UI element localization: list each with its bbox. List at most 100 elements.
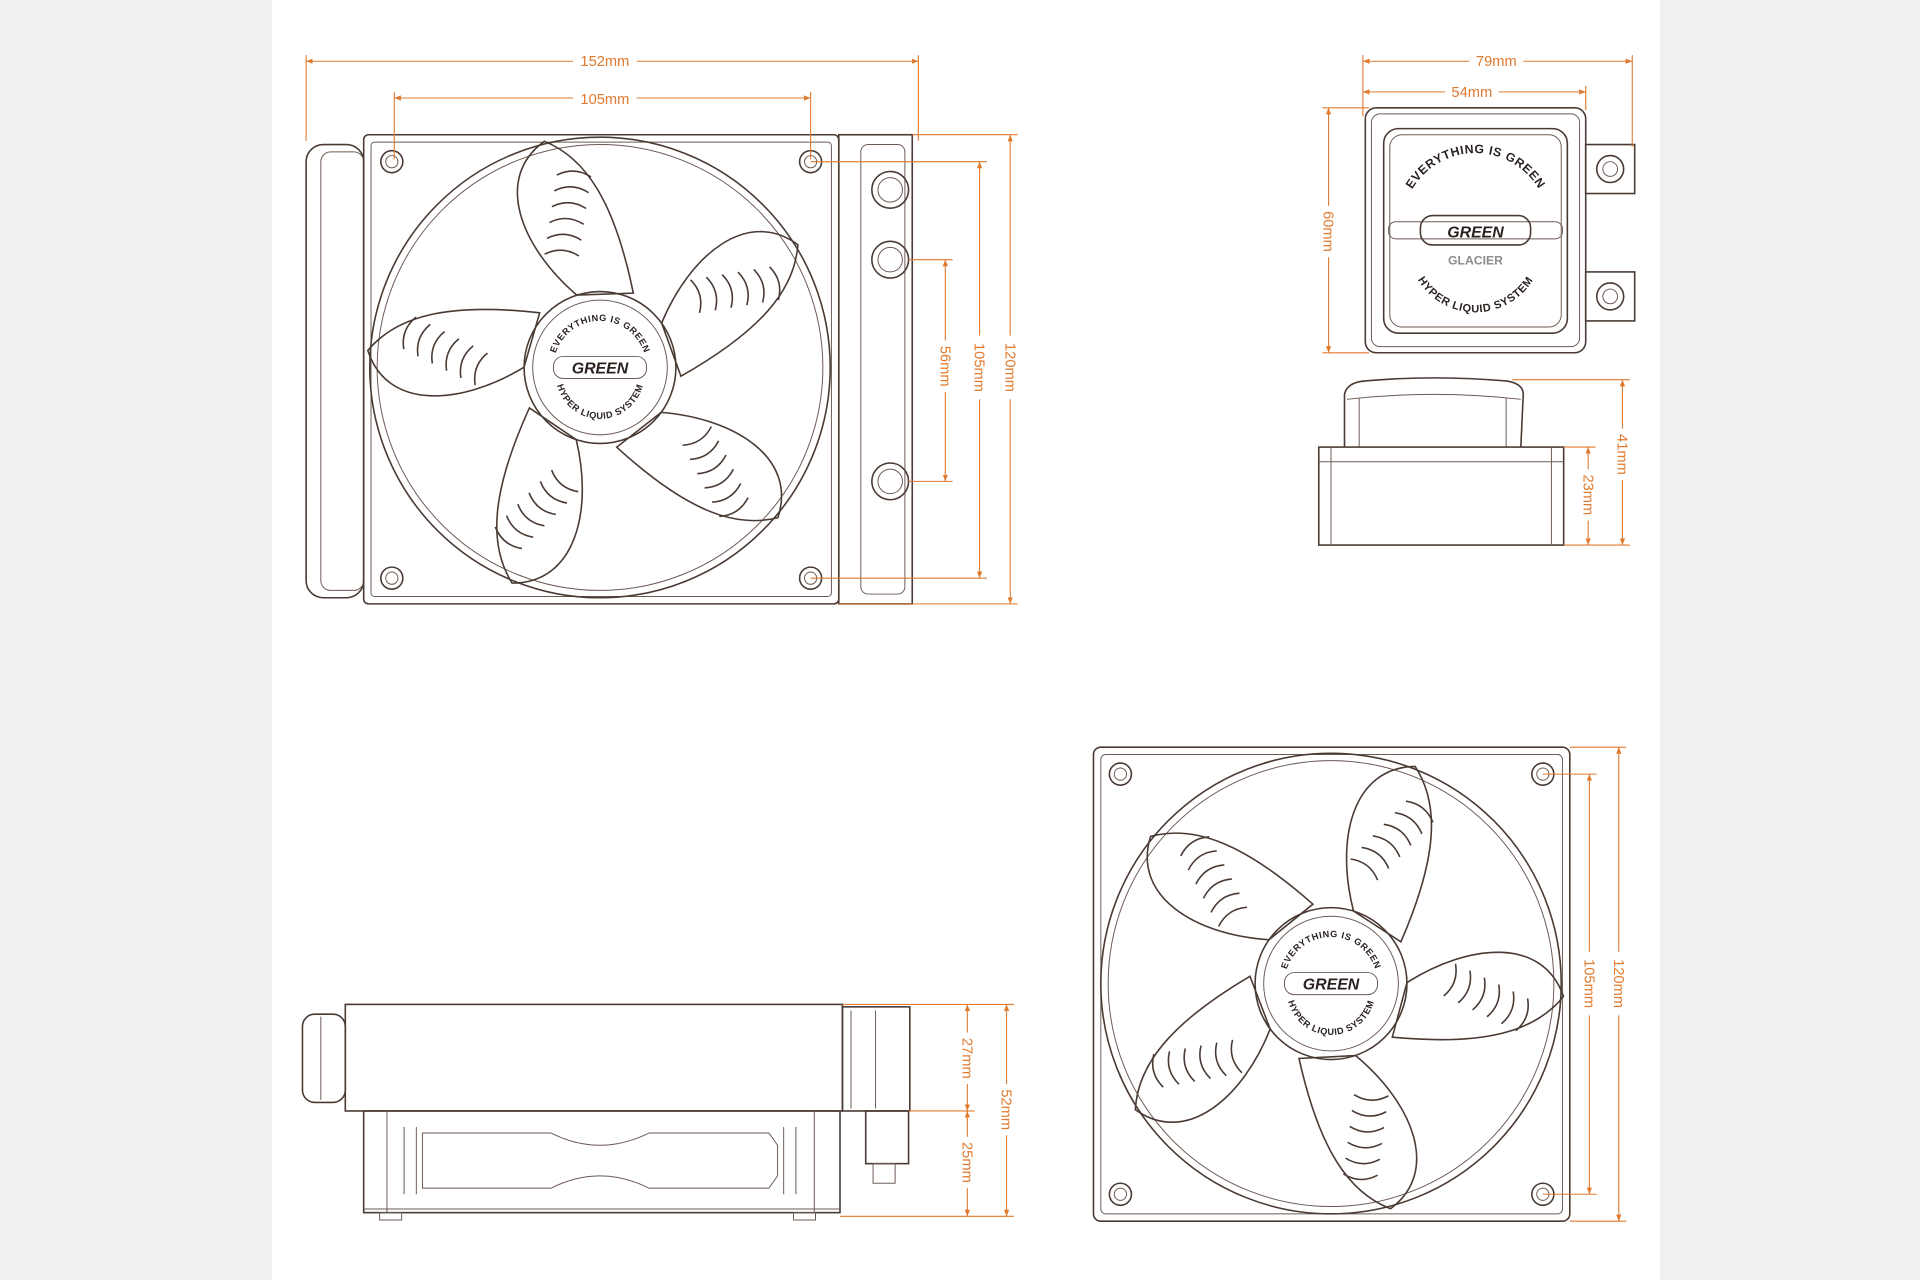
fan-shroud-ring xyxy=(369,136,831,599)
fan-blade-rib xyxy=(721,274,734,308)
fan-blade-rib xyxy=(1187,850,1217,871)
fan-hub xyxy=(523,290,677,445)
dimension-label-60mm: 60mm xyxy=(1320,211,1336,252)
fan-blade-rib xyxy=(544,249,580,257)
fan-hub xyxy=(1254,906,1408,1061)
fan-blade-rib xyxy=(690,279,702,314)
fan-blade-rib xyxy=(689,440,720,461)
fan-blade xyxy=(1134,975,1272,1123)
pump-top-dimensions: 79mm 54mm 60mm xyxy=(1318,51,1633,354)
fan-blade-rib xyxy=(1383,823,1412,846)
fan-blade-outline xyxy=(516,140,635,296)
fan-blade-rib xyxy=(1361,846,1390,869)
hub-brand-logo: GREEN xyxy=(572,361,629,378)
fan-shroud-ring xyxy=(1100,752,1563,1215)
screw-head xyxy=(1113,767,1128,781)
fan-hub-inner-ring xyxy=(532,299,668,436)
dimension-label-27mm: 27mm xyxy=(958,1038,974,1079)
pump-product-name: GLACIER xyxy=(1448,254,1503,268)
fan-blade-rib xyxy=(1372,835,1401,858)
fan-blade-rib xyxy=(1405,800,1434,823)
fan-blade-rib xyxy=(1217,906,1248,927)
fan-blade-rib xyxy=(1443,963,1457,997)
fan-blade-rib xyxy=(1195,864,1225,885)
fan-blade-rib xyxy=(1349,1125,1385,1133)
fan-hub-inner-ring xyxy=(1263,915,1399,1052)
fan-blade-rib xyxy=(1151,1053,1164,1088)
fan-shroud-inner-ring xyxy=(1107,760,1555,1207)
fan-blade xyxy=(1391,951,1565,1041)
screw-hole-icon xyxy=(1108,762,1133,786)
fan-blade-rib xyxy=(549,217,585,226)
fan-blade-rib xyxy=(1202,878,1232,899)
dimension-label-152mm: 152mm xyxy=(580,54,629,70)
dimension-label-120mm-fan: 120mm xyxy=(1610,959,1626,1008)
dimension-label-105mm-vertical: 105mm xyxy=(971,343,987,392)
fan-blade xyxy=(1146,832,1315,941)
fan-blade-rib xyxy=(494,526,523,550)
fan-blade-rib xyxy=(402,316,417,350)
svg-text:HYPER LIQUID SYSTEM: HYPER LIQUID SYSTEM xyxy=(1286,999,1376,1037)
fan-blade xyxy=(615,411,783,522)
fan-blade-rib xyxy=(546,233,582,241)
fan-shroud-inner-ring xyxy=(376,144,824,591)
fan-blade-outline xyxy=(366,308,541,397)
fan-blade-rib xyxy=(1347,1141,1383,1149)
fan-blade-rib xyxy=(1342,1173,1378,1181)
fan-blade-rib xyxy=(1199,1045,1212,1080)
svg-text:HYPER LIQUID SYSTEM: HYPER LIQUID SYSTEM xyxy=(1415,275,1536,316)
fan-blade-rib xyxy=(556,170,592,178)
fan-blade-rib xyxy=(445,338,460,371)
fan-blade xyxy=(494,406,583,584)
fan-blade xyxy=(516,140,635,296)
svg-text:EVERYTHING IS GREEN: EVERYTHING IS GREEN xyxy=(1403,142,1548,191)
fan-blade-rib xyxy=(1394,811,1423,835)
pump-top-view: EVERYTHING IS GREEN GREEN GLACIER HYPER … xyxy=(1364,106,1636,354)
screw-head xyxy=(385,155,399,169)
radiator-front-dimensions: 152mm 105mm 56mm 105mm 120mm xyxy=(305,51,1020,605)
fan-blade-rib xyxy=(459,345,474,379)
svg-text:EVERYTHING IS GREEN: EVERYTHING IS GREEN xyxy=(548,313,652,354)
fan-blade-outline xyxy=(1345,765,1433,944)
fan-blade-rib xyxy=(1353,1094,1389,1101)
fan-blade-rib xyxy=(697,454,727,475)
fan-blade-rib xyxy=(1351,1109,1387,1117)
standalone-fan xyxy=(1100,752,1565,1215)
fan-blade-outline xyxy=(1298,1054,1418,1210)
fan-blade-outline xyxy=(1146,832,1315,941)
fan-blade-rib xyxy=(704,468,735,489)
svg-text:EVERYTHING IS GREEN: EVERYTHING IS GREEN xyxy=(1279,929,1383,970)
screw-head xyxy=(1113,1187,1128,1201)
screw-head xyxy=(385,571,399,585)
dimension-label-41mm: 41mm xyxy=(1614,434,1630,475)
fan-blade-rib xyxy=(416,323,431,357)
hub-logo-badge xyxy=(552,355,648,379)
screw-hole-icon xyxy=(1108,1182,1133,1207)
pump-subtitle: HYPER LIQUID SYSTEM xyxy=(1415,275,1535,316)
fan-blade-rib xyxy=(1345,1157,1381,1165)
fan-blade-rib xyxy=(550,469,579,493)
dimension-label-105mm: 105mm xyxy=(580,92,629,108)
radiator-front-view: EVERYTHING IS GREEN GREEN HYPER LIQUID S… xyxy=(305,133,914,605)
dimension-label-54mm: 54mm xyxy=(1451,85,1492,101)
fan-blade-rib xyxy=(1183,1048,1196,1082)
fan-blade-rib xyxy=(553,186,589,194)
screw-hole-icon xyxy=(380,566,404,590)
fan-blade-rib xyxy=(431,330,446,364)
radiator-side-view xyxy=(301,1003,911,1221)
radiator-fan xyxy=(366,136,831,599)
fan-blade-rib xyxy=(505,515,534,538)
pump-side-view xyxy=(1317,377,1565,546)
fan-blade-rib xyxy=(473,352,488,386)
fan-blade-rib xyxy=(1500,991,1515,1025)
fan-hub-slogan: EVERYTHING IS GREEN xyxy=(1279,929,1382,970)
dimension-label-120mm: 120mm xyxy=(1001,343,1017,392)
fan-blade-rib xyxy=(768,266,781,301)
svg-text:HYPER LIQUID SYSTEM: HYPER LIQUID SYSTEM xyxy=(555,383,645,421)
fan-blade-outline xyxy=(615,411,783,522)
hub-slogan: EVERYTHING IS GREEN xyxy=(548,313,651,354)
dimension-label-23mm: 23mm xyxy=(1579,474,1595,515)
fan-blade-rib xyxy=(528,492,556,516)
fan-blade-rib xyxy=(551,201,587,210)
fan-front-view: EVERYTHING IS GREEN GREEN HYPER LIQUID S… xyxy=(1092,746,1571,1223)
